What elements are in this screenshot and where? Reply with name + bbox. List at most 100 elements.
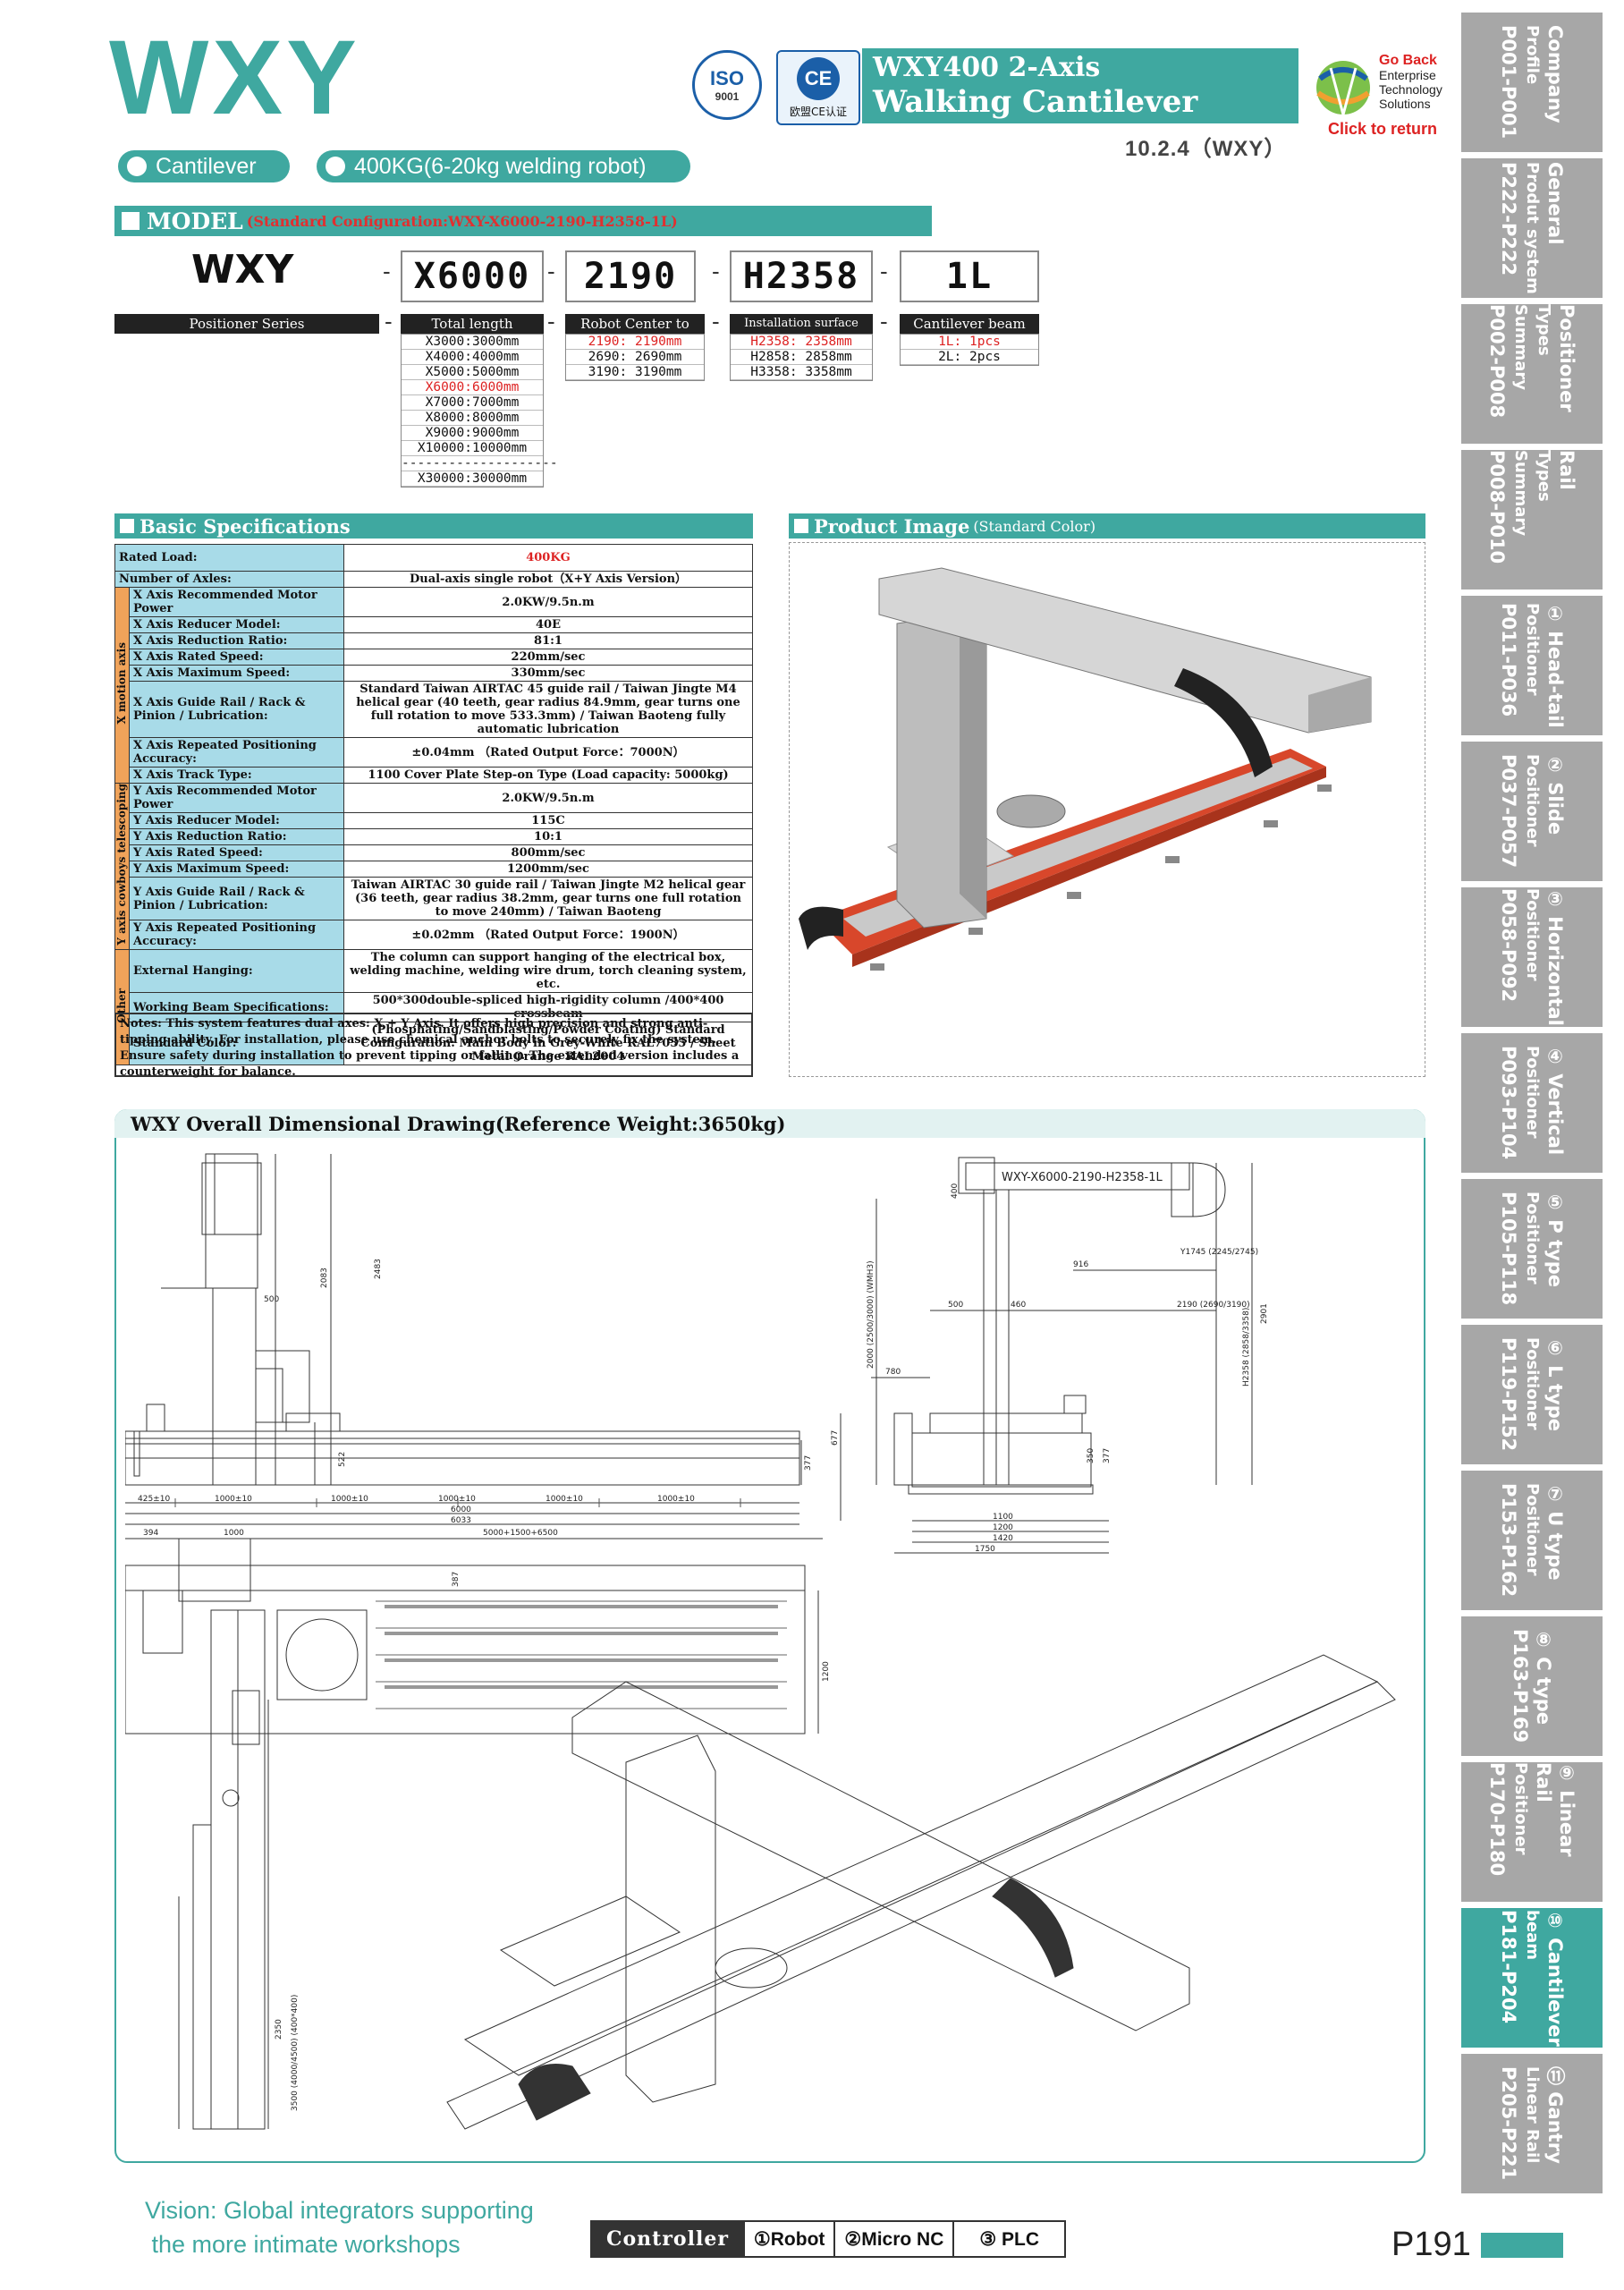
spec-row: X Axis Track Type:1100 Cover Plate Step-… xyxy=(115,767,753,784)
sidebar-tab-title: Company xyxy=(1544,25,1566,123)
pill-category: Cantilever xyxy=(118,150,290,182)
option-item: X5000:5000mm xyxy=(402,365,543,380)
spec-label: Number of Axles: xyxy=(114,571,344,588)
height-header: Installation surface height xyxy=(730,314,873,350)
spec-row: Working Beam Specifications:500*300doubl… xyxy=(115,992,753,1022)
spec-label: X Axis Reducer Model: xyxy=(129,616,344,633)
spec-label: External Hanging: xyxy=(129,949,344,993)
sidebar-tab-pages: P058-P092 xyxy=(1498,888,1519,1003)
spec-row: X Axis Reduction Ratio:81:1 xyxy=(115,632,753,649)
ce-caption: 欧盟CE认证 xyxy=(790,105,847,118)
vision-line-1: Vision: Global integrators supporting xyxy=(145,2197,534,2224)
controller-label: Controller xyxy=(592,2222,743,2256)
spec-label: Y Axis Maximum Speed: xyxy=(129,861,344,878)
drawing-brand: WXY xyxy=(131,1113,180,1135)
controller-micro-nc[interactable]: ②Micro NC xyxy=(833,2222,953,2256)
pill-capacity-label: 400KG(6-20kg welding robot) xyxy=(354,153,647,179)
code-length: X6000 xyxy=(401,250,544,302)
dim-side-500: 500 xyxy=(948,1301,963,1310)
center-header: Robot Center to base xyxy=(565,314,705,352)
drawing-header: WXY Overall Dimensional Drawing(Referenc… xyxy=(114,1109,1425,1138)
product-image-heading: Product Image xyxy=(814,514,970,538)
spec-row: Y Axis Reduction Ratio:10:1 xyxy=(115,828,753,845)
brand-logo: WXY xyxy=(109,19,360,137)
product-title: WXY400 2-Axis Walking Cantilever beam xyxy=(862,48,1298,156)
sidebar-tab-title: Positioner xyxy=(1556,304,1577,412)
dim-1420: 1420 xyxy=(993,1534,1013,1543)
sidebar-tab-sub: Types Summary xyxy=(1511,304,1553,391)
spec-label: X Axis Recommended Motor Power xyxy=(129,587,344,617)
dim-1000-b: 1000±10 xyxy=(331,1495,368,1504)
code-height: H2358 xyxy=(730,250,873,302)
product-image xyxy=(789,542,1425,1077)
click-to-return[interactable]: Click to return xyxy=(1327,120,1438,138)
height-options: Installation surface height H2358: 2358m… xyxy=(730,314,873,381)
spec-row: X Axis Guide Rail / Rack & Pinion / Lubr… xyxy=(115,681,753,738)
dim-6033: 6033 xyxy=(451,1516,471,1525)
sidebar-tab-sub: Positioner xyxy=(1523,754,1542,847)
controller-robot[interactable]: ①Robot xyxy=(742,2222,834,2256)
ce-label: CE xyxy=(797,56,840,100)
dim-350: 350 xyxy=(1087,1448,1095,1463)
sidebar-tab-sub: Produt system xyxy=(1523,162,1542,294)
option-item: X8000:8000mm xyxy=(402,411,543,426)
spec-row: X Axis Repeated Positioning Accuracy:±0.… xyxy=(115,737,753,768)
spec-value: The column can support hanging of the el… xyxy=(343,949,753,993)
sidebar-tab-title: ② Slide xyxy=(1544,754,1566,835)
spec-value: ±0.04mm （Rated Output Force：7000N） xyxy=(343,737,753,768)
option-item: 2690: 2690mm xyxy=(566,350,704,365)
sidebar-tab-title: ③ Horizontal xyxy=(1544,888,1566,1026)
spec-label: X Axis Track Type: xyxy=(129,767,344,784)
dim-y1745: Y1745 (2245/2745) xyxy=(1180,1248,1258,1257)
spec-value: 1200mm/sec xyxy=(343,861,753,878)
product-image-sub: (Standard Color) xyxy=(973,517,1096,535)
spec-value: 2.0KW/9.5n.m xyxy=(343,783,753,813)
sidebar-tab-pages: P119-P152 xyxy=(1498,1337,1519,1452)
spec-row: X Axis Reducer Model:40E xyxy=(115,616,753,633)
sidebar-tab-sub: Types Summary xyxy=(1511,450,1553,537)
option-item: 2190: 2190mm xyxy=(566,335,704,350)
spec-label: X Axis Repeated Positioning Accuracy: xyxy=(129,737,344,768)
dim-1000-d: 1000±10 xyxy=(546,1495,583,1504)
drawing-heading: Overall Dimensional Drawing(Reference We… xyxy=(186,1113,786,1135)
dim-2190: 2190 (2690/3190) xyxy=(1177,1301,1250,1310)
spec-label: Y Axis Repeated Positioning Accuracy: xyxy=(129,920,344,950)
spec-label: Working Beam Specifications: xyxy=(129,992,344,1022)
spec-row: Y Axis Guide Rail / Rack & Pinion / Lubr… xyxy=(115,877,753,920)
go-back-link[interactable]: Go Back Enterprise Technology Solutions … xyxy=(1311,52,1445,141)
dim-2000: 2000 (2500/3000) (WMH3) xyxy=(867,1260,875,1369)
option-item: 3190: 3190mm xyxy=(566,365,704,380)
spec-value: 220mm/sec xyxy=(343,649,753,666)
dim-500: 500 xyxy=(264,1295,279,1304)
option-item: 1L: 1pcs xyxy=(901,335,1038,350)
sidebar-tab-title: General xyxy=(1544,162,1566,245)
controller-plc[interactable]: ③ PLC xyxy=(952,2222,1065,2256)
spec-value: 2.0KW/9.5n.m xyxy=(343,587,753,617)
title-line-1: WXY400 2-Axis xyxy=(873,52,1101,83)
spec-value: 500*300double-spliced high-rigidity colu… xyxy=(343,992,753,1022)
option-item: X6000:6000mm xyxy=(402,380,543,395)
specs-heading: Basic Specifications xyxy=(140,514,351,538)
dim-5000: 5000+1500+6500 xyxy=(483,1529,558,1538)
specs-header: Basic Specifications xyxy=(114,513,753,539)
dim-780: 780 xyxy=(885,1368,901,1377)
sidebar-tab-sub: Positioner xyxy=(1511,1762,1530,1855)
